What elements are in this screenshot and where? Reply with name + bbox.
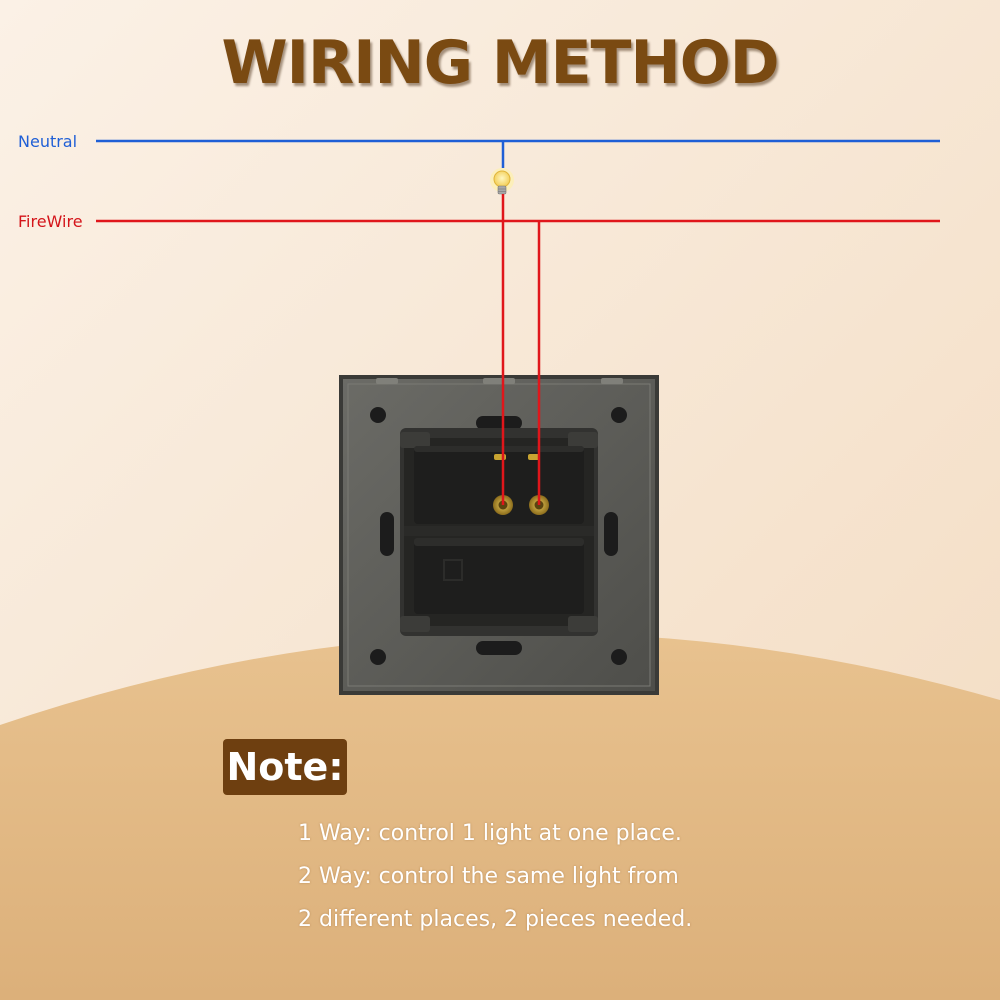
page-title: WIRING METHOD: [221, 28, 779, 98]
firewire-label: FireWire: [18, 212, 83, 231]
screw-hole: [611, 407, 627, 423]
note-line: 2 different places, 2 pieces needed.: [298, 907, 693, 932]
background-dome: [0, 633, 1000, 1000]
light-bulb-icon: [490, 168, 514, 195]
note-text: 1 Way: control 1 light at one place. 2 W…: [298, 812, 858, 941]
note-line: 2 Way: control the same light from: [298, 864, 679, 889]
screw-hole: [611, 649, 627, 665]
note-badge: Note:: [223, 739, 347, 795]
neutral-label: Neutral: [18, 132, 78, 151]
switch-device: [339, 375, 659, 695]
screw-hole: [370, 649, 386, 665]
note-line: 1 Way: control 1 light at one place.: [298, 821, 682, 846]
screw-hole: [370, 407, 386, 423]
